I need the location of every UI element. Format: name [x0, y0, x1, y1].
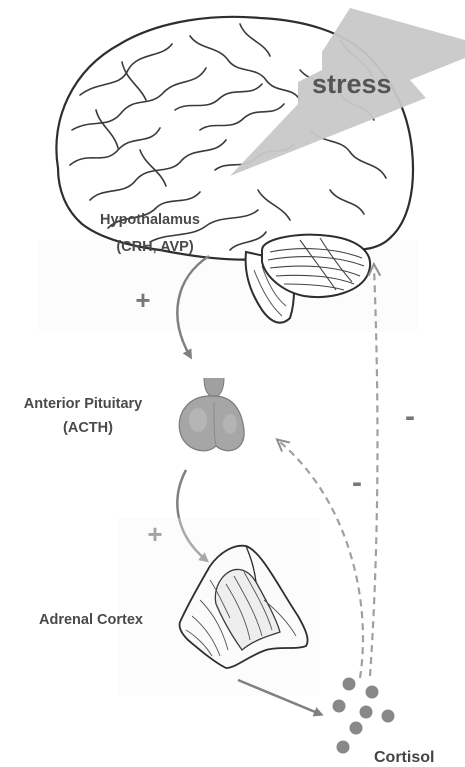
pituitary-gland-illustration [179, 378, 244, 451]
inhibition-sign-brain: - [405, 400, 415, 433]
cortisol-dot [337, 741, 350, 754]
cortisol-label: Cortisol [374, 749, 434, 766]
hypothalamus-hormones-label: (CRH, AVP) [116, 239, 194, 255]
cortisol-dot [333, 700, 346, 713]
cortisol-dot [350, 722, 363, 735]
acth-label: (ACTH) [63, 420, 113, 436]
anterior-pituitary-label: Anterior Pituitary [24, 396, 142, 412]
cortisol-dot [366, 686, 379, 699]
adrenal-cortex-label: Adrenal Cortex [39, 612, 143, 628]
hypothalamus-label: Hypothalamus [100, 212, 200, 228]
cortisol-molecules [333, 678, 395, 754]
cortisol-dot [382, 710, 395, 723]
cortisol-dot [360, 706, 373, 719]
inhibition-sign-pituitary: - [352, 466, 362, 499]
stimulation-sign-hypothalamus: + [135, 285, 150, 315]
stress-label: stress [312, 69, 392, 99]
cortisol-dot [343, 678, 356, 691]
